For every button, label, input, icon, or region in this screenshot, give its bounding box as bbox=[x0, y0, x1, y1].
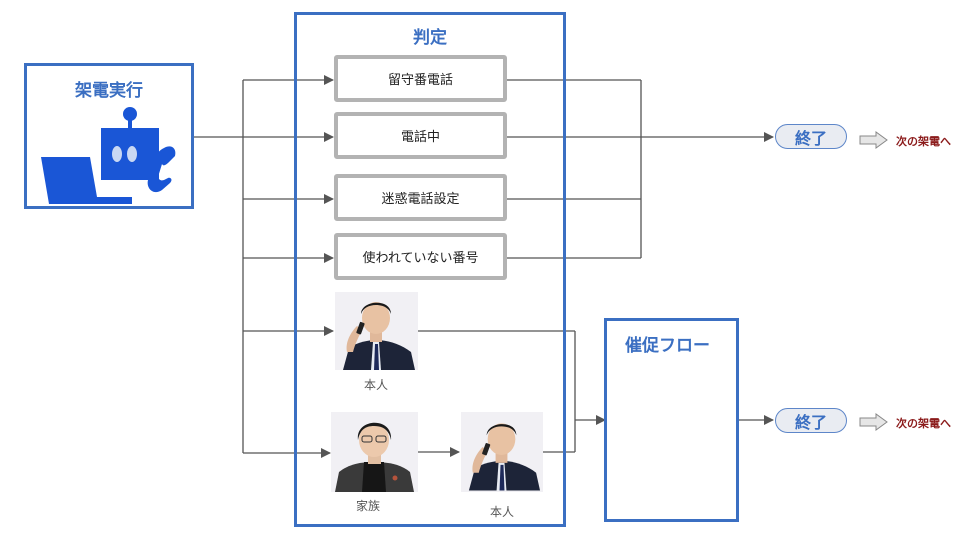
family-member-icon bbox=[335, 422, 414, 492]
next-call-label: 次の架電へ bbox=[896, 135, 951, 148]
judge-item-label: 電話中 bbox=[400, 130, 440, 145]
businessman-on-phone-icon bbox=[343, 302, 415, 370]
end-label: 終了 bbox=[794, 412, 827, 432]
start-title: 架電実行 bbox=[75, 81, 143, 101]
family-photo bbox=[331, 412, 418, 492]
end-label: 終了 bbox=[794, 128, 827, 148]
businessman-on-phone-icon bbox=[468, 423, 541, 491]
end-terminal-1: 終了 bbox=[775, 124, 847, 149]
person-photo-2 bbox=[461, 412, 543, 492]
judge-item-busy[interactable]: 電話中 bbox=[334, 112, 507, 159]
next-call-label: 次の架電へ bbox=[896, 417, 951, 430]
judgement-container: 判定 bbox=[294, 12, 566, 527]
judgement-title: 判定 bbox=[413, 28, 447, 48]
judge-item-spam-block[interactable]: 迷惑電話設定 bbox=[334, 174, 507, 221]
start-box: 架電実行 bbox=[24, 63, 194, 209]
dunning-flow-box[interactable]: 催促フロー bbox=[604, 318, 739, 522]
dunning-title: 催促フロー bbox=[625, 336, 710, 356]
person-photo bbox=[335, 292, 418, 370]
hollow-arrow-icon bbox=[859, 413, 888, 431]
person-caption: 本人 bbox=[363, 378, 388, 392]
hollow-arrow-icon bbox=[859, 131, 888, 149]
judge-item-invalid-number[interactable]: 使われていない番号 bbox=[334, 233, 507, 280]
family-caption: 家族 bbox=[355, 499, 380, 513]
robot-call-icon bbox=[41, 107, 176, 204]
judge-item-label: 使われていない番号 bbox=[362, 251, 479, 266]
judge-item-label: 迷惑電話設定 bbox=[381, 192, 460, 207]
judge-item-label: 留守番電話 bbox=[387, 73, 453, 88]
judge-item-voicemail[interactable]: 留守番電話 bbox=[334, 55, 507, 102]
end-terminal-2: 終了 bbox=[775, 408, 847, 433]
person-caption-2: 本人 bbox=[489, 505, 514, 519]
